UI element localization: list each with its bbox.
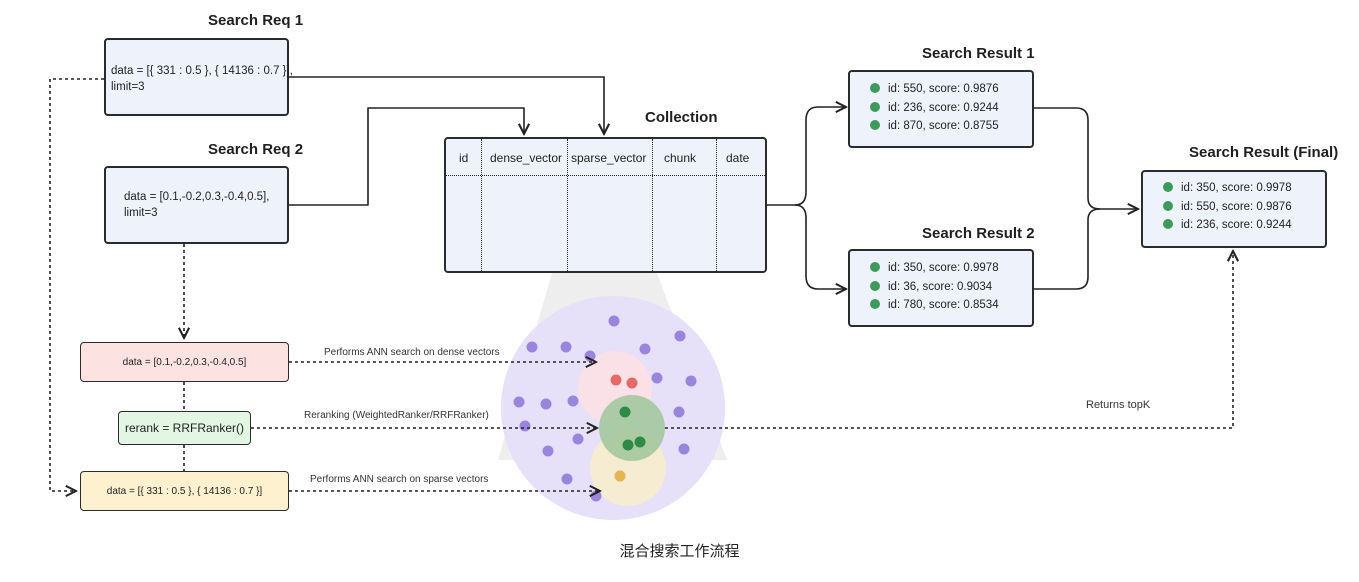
vector-dot <box>608 315 620 327</box>
figure-caption: 混合搜索工作流程 <box>619 543 740 560</box>
rerank-match-dot <box>619 406 631 418</box>
vector-dot <box>540 398 552 410</box>
header-divider <box>446 175 765 176</box>
returns-topk-arrow <box>665 251 1233 429</box>
search-req-1-line2: limit=3 <box>111 81 145 93</box>
rerank-cluster <box>599 395 665 461</box>
result1-to-final-arrow <box>1034 107 1138 209</box>
vector-dot <box>678 443 690 455</box>
collection-to-result1-arrow <box>767 107 846 206</box>
result-item: id: 780, score: 0.8534 <box>870 296 999 315</box>
result-item: id: 36, score: 0.9034 <box>870 278 999 297</box>
cluster-dots <box>610 374 646 482</box>
result-item: id: 550, score: 0.9876 <box>870 80 999 99</box>
search-req-1-title: Search Req 1 <box>208 12 304 29</box>
vector-dot <box>673 406 685 418</box>
search-req-2-box: data = [0.1,-0.2,0.3,-0.4,0.5], limit=3 <box>104 166 289 244</box>
search-result-final-box: id: 350, score: 0.9978 id: 550, score: 0… <box>1141 170 1327 248</box>
result-item: id: 350, score: 0.9978 <box>1163 179 1292 198</box>
column-divider <box>716 139 717 273</box>
column-header-sparse-vector: sparse_vector <box>571 151 647 165</box>
result-dot-icon <box>1163 200 1173 211</box>
search-result-1-box: id: 550, score: 0.9876 id: 236, score: 0… <box>848 70 1034 148</box>
search-req-2-title: Search Req 2 <box>208 141 304 158</box>
dense-vector-box: data = [0.1,-0.2,0.3,-0.4,0.5] <box>80 342 289 382</box>
req1-to-sparse-dotted-arrow <box>49 78 104 491</box>
result-item: id: 550, score: 0.9876 <box>1163 198 1292 217</box>
search-result-1-title: Search Result 1 <box>922 45 1035 62</box>
collection-table: id dense_vector sparse_vector chunk date <box>444 137 767 273</box>
column-header-chunk: chunk <box>664 151 697 165</box>
dense-match-dot <box>626 377 638 389</box>
search-req-1-box: data = [{ 331 : 0.5 }, { 14136 : 0.7 }],… <box>104 38 293 116</box>
result-dot-icon <box>870 262 880 272</box>
result-dot-icon <box>1163 182 1173 192</box>
search-req-2-line1: data = [0.1,-0.2,0.3,-0.4,0.5], <box>124 191 270 203</box>
vector-dot <box>519 420 531 432</box>
dense-search-label: Performs ANN search on dense vectors <box>324 347 500 358</box>
result-dot-icon <box>870 120 880 130</box>
result-dot-icon <box>870 280 880 291</box>
result-item: id: 350, score: 0.9978 <box>870 259 999 278</box>
vector-dot <box>584 350 596 362</box>
column-header-id: id <box>459 151 469 165</box>
rerank-box: rerank = RRFRanker() <box>118 411 251 445</box>
collection-title: Collection <box>645 109 718 126</box>
dense-match-dot <box>610 374 622 386</box>
column-divider <box>481 139 482 273</box>
req1-to-collection-arrow <box>289 76 604 134</box>
result-dot-icon <box>1163 219 1173 229</box>
search-result-2-title: Search Result 2 <box>922 225 1035 242</box>
search-result-2-box: id: 350, score: 0.9978 id: 36, score: 0.… <box>848 249 1034 327</box>
sparse-match-dot <box>614 470 626 482</box>
sparse-vector-box: data = [{ 331 : 0.5 }, { 14136 : 0.7 }] <box>80 471 289 511</box>
result-item: id: 236, score: 0.9244 <box>1163 216 1292 235</box>
result-item: id: 236, score: 0.9244 <box>870 99 999 118</box>
column-divider <box>567 139 568 273</box>
vector-dot <box>590 490 602 502</box>
column-header-date: date <box>726 151 750 165</box>
vector-dot <box>542 445 554 457</box>
vector-dot <box>526 341 538 353</box>
vector-dot <box>560 341 572 353</box>
vector-dot <box>572 433 584 445</box>
vector-dot <box>567 395 579 407</box>
req2-to-collection-arrow <box>289 107 524 206</box>
collection-to-result2-arrow <box>794 204 846 289</box>
vector-dots <box>513 315 697 502</box>
result-dot-icon <box>870 83 880 93</box>
result2-to-final-arrow <box>1034 208 1101 290</box>
column-header-dense-vector: dense_vector <box>490 151 563 165</box>
vector-dot <box>651 372 663 384</box>
rerank-match-dot <box>634 436 646 448</box>
column-divider <box>652 139 653 273</box>
vector-dot <box>674 330 686 342</box>
sparse-search-label: Performs ANN search on sparse vectors <box>310 474 489 485</box>
vector-dot <box>639 343 651 355</box>
vector-dot <box>513 396 525 408</box>
result-dot-icon <box>870 299 880 309</box>
vector-dot <box>685 375 697 387</box>
search-req-1-line1: data = [{ 331 : 0.5 }, { 14136 : 0.7 }], <box>111 65 293 77</box>
vector-dot <box>561 473 573 485</box>
rerank-match-dot <box>622 439 634 451</box>
returns-topk-label: Returns topK <box>1086 399 1151 411</box>
search-result-final-title: Search Result (Final) <box>1189 144 1339 161</box>
result-item: id: 870, score: 0.8755 <box>870 117 999 136</box>
result-dot-icon <box>870 101 880 112</box>
search-req-2-line2: limit=3 <box>124 207 158 219</box>
rerank-label: Reranking (WeightedRanker/RRFRanker) <box>304 410 489 421</box>
